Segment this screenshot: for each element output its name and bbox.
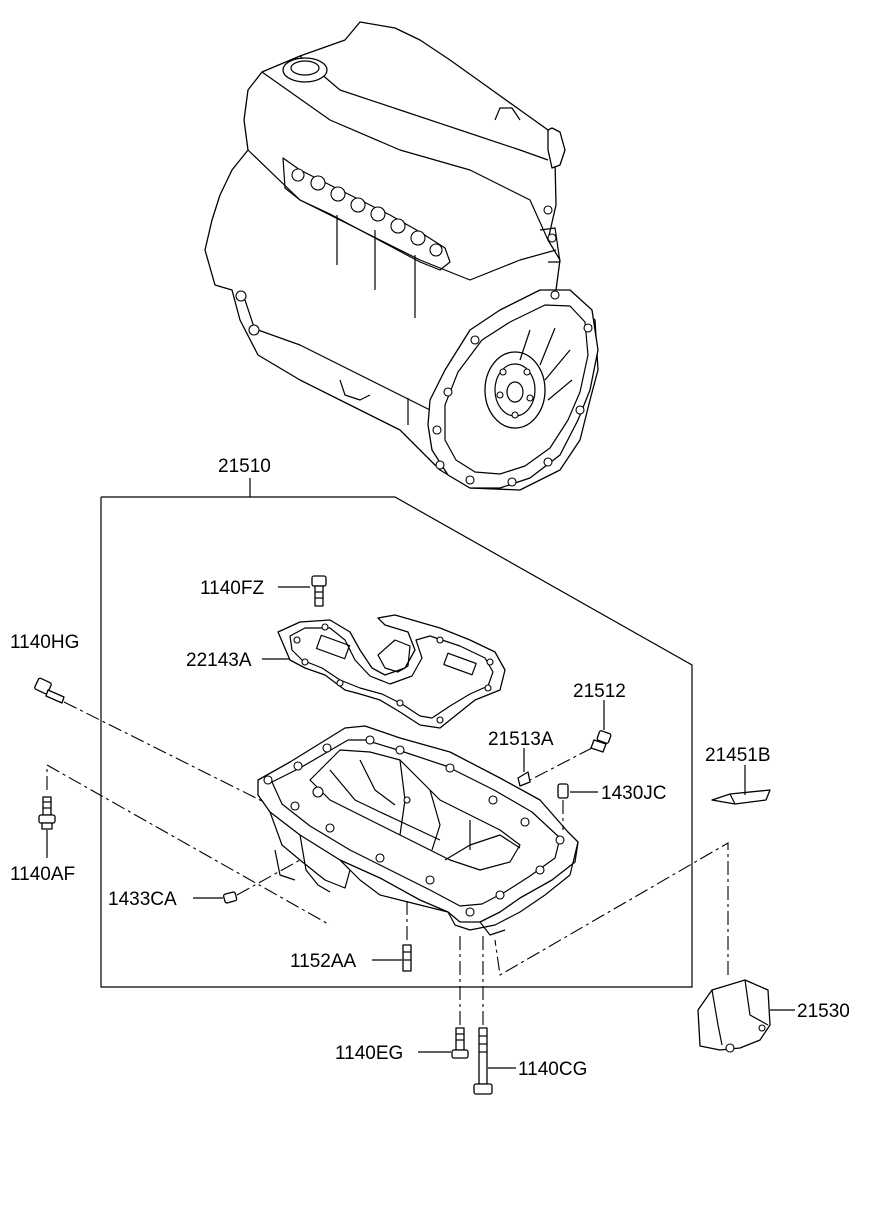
- bolt-1140EG: [451, 1027, 469, 1059]
- label-1140HG: 1140HG: [10, 632, 79, 653]
- bolt-1140HG: [34, 677, 65, 704]
- label-1433CA: 1433CA: [108, 889, 177, 910]
- drain-plug-21512: [590, 730, 612, 753]
- label-1140AF: 1140AF: [10, 864, 75, 885]
- engine-assembly: [204, 21, 599, 491]
- dowel-pin-1430JC: [557, 783, 569, 799]
- group-frame-21510: [100, 478, 693, 988]
- label-21513A: 21513A: [488, 729, 554, 750]
- manifold-ports: [291, 168, 443, 257]
- label-21510: 21510: [218, 456, 271, 477]
- oil-pan-gasket-22143A: [277, 614, 506, 729]
- dowel-pin-1433CA: [222, 891, 238, 904]
- cover-21530: [697, 979, 771, 1053]
- drain-gasket-21513A: [517, 771, 531, 787]
- bolt-1140CG: [473, 1027, 493, 1095]
- label-22143A: 22143A: [186, 650, 252, 671]
- label-1140EG: 1140EG: [335, 1043, 403, 1064]
- label-21512: 21512: [573, 681, 626, 702]
- label-21530: 21530: [797, 1001, 850, 1022]
- label-1430JC: 1430JC: [601, 783, 667, 804]
- label-1140FZ: 1140FZ: [200, 578, 264, 599]
- label-21451B: 21451B: [705, 745, 771, 766]
- oil-pan: [257, 725, 579, 936]
- label-1140CG: 1140CG: [518, 1059, 587, 1080]
- bracket-21451B: [711, 789, 771, 805]
- label-1152AA: 1152AA: [290, 951, 357, 972]
- stud-1152AA: [402, 944, 412, 972]
- bolt-1140FZ: [311, 575, 327, 607]
- bolt-1140AF: [38, 796, 56, 830]
